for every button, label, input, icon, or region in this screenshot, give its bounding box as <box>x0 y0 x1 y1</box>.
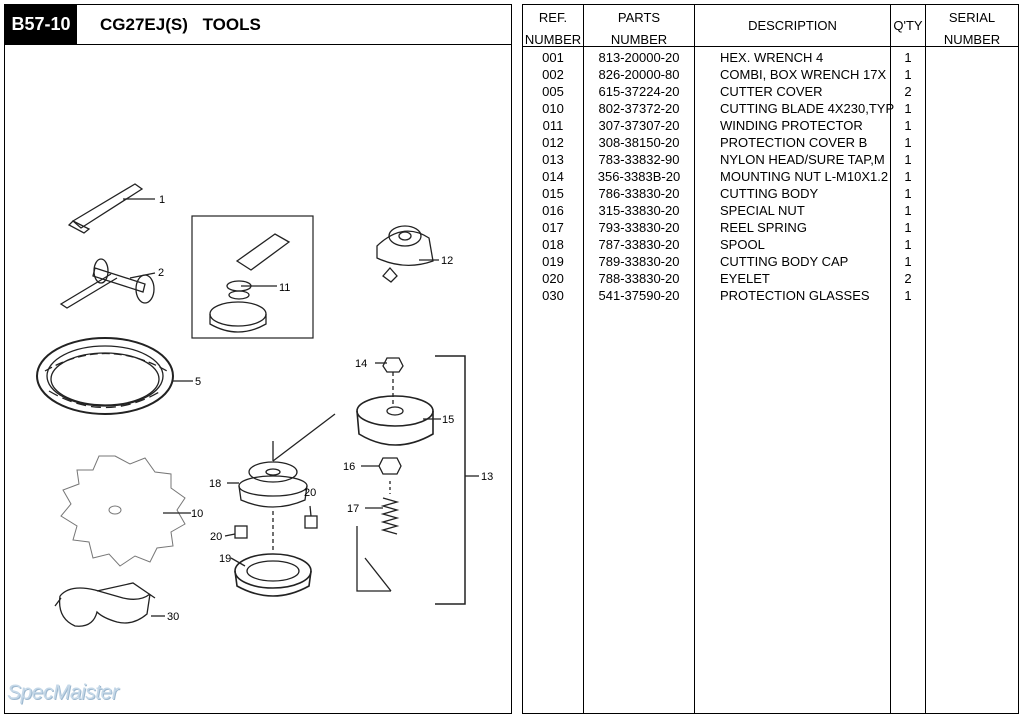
callout-2: 2 <box>158 267 164 279</box>
hex-wrench-drawing <box>67 183 144 234</box>
callout-18: 18 <box>209 478 221 490</box>
eyelet-drawing <box>234 515 318 539</box>
callout-13: 13 <box>481 471 493 483</box>
box-wrench-drawing <box>59 258 155 309</box>
section-badge: B57-10 <box>5 5 77 44</box>
cutting-body-drawing <box>356 395 434 446</box>
callout-11: 11 <box>279 282 290 294</box>
header-parts: PARTS NUMBER <box>610 10 668 47</box>
protection-cover-drawing <box>376 225 434 283</box>
header-description: DESCRIPTION <box>748 18 837 33</box>
column-divider <box>583 5 584 713</box>
special-nut-drawing <box>378 457 402 475</box>
table-header: REF. NUMBER PARTS NUMBER DESCRIPTION Q'T… <box>523 5 1018 47</box>
callout-17: 17 <box>347 503 359 515</box>
column-divider <box>925 5 926 713</box>
winding-protector-drawing <box>209 233 291 333</box>
exploded-parts-diagram: 1 2 5 10 11 12 13 14 15 16 17 18 19 20 2… <box>36 183 493 627</box>
diagram-panel: B57-10 CG27EJ(S) TOOLS <box>4 4 512 714</box>
callout-20b: 20 <box>304 487 316 499</box>
mounting-nut-drawing <box>382 357 404 406</box>
column-divider <box>890 5 891 713</box>
column-divider <box>694 5 695 713</box>
callout-20a: 20 <box>210 531 222 543</box>
watermark-logo: SpecMaister <box>7 681 119 704</box>
callout-14: 14 <box>355 358 367 370</box>
page-title: CG27EJ(S) TOOLS <box>100 15 261 34</box>
header-ref: REF. NUMBER <box>524 10 582 47</box>
callout-19: 19 <box>219 553 231 565</box>
callout-16: 16 <box>343 461 355 473</box>
protection-glasses-drawing <box>54 582 156 627</box>
cutting-body-cap-drawing <box>234 511 312 597</box>
callout-1: 1 <box>159 194 165 206</box>
callout-5: 5 <box>195 376 201 388</box>
callout-12: 12 <box>441 255 453 267</box>
header-serial: SERIAL NUMBER <box>943 10 1001 47</box>
reel-spring-drawing <box>380 481 400 535</box>
cutter-cover-drawing <box>36 337 174 415</box>
title-row: B57-10 CG27EJ(S) TOOLS <box>5 5 511 45</box>
spool-drawing <box>238 461 308 508</box>
callout-15: 15 <box>442 414 454 426</box>
cutting-blade-drawing <box>60 455 186 567</box>
callout-10: 10 <box>191 508 203 520</box>
header-qty: Q'TY <box>893 18 923 33</box>
callout-30: 30 <box>167 611 179 623</box>
parts-table: REF. NUMBER PARTS NUMBER DESCRIPTION Q'T… <box>522 4 1019 714</box>
